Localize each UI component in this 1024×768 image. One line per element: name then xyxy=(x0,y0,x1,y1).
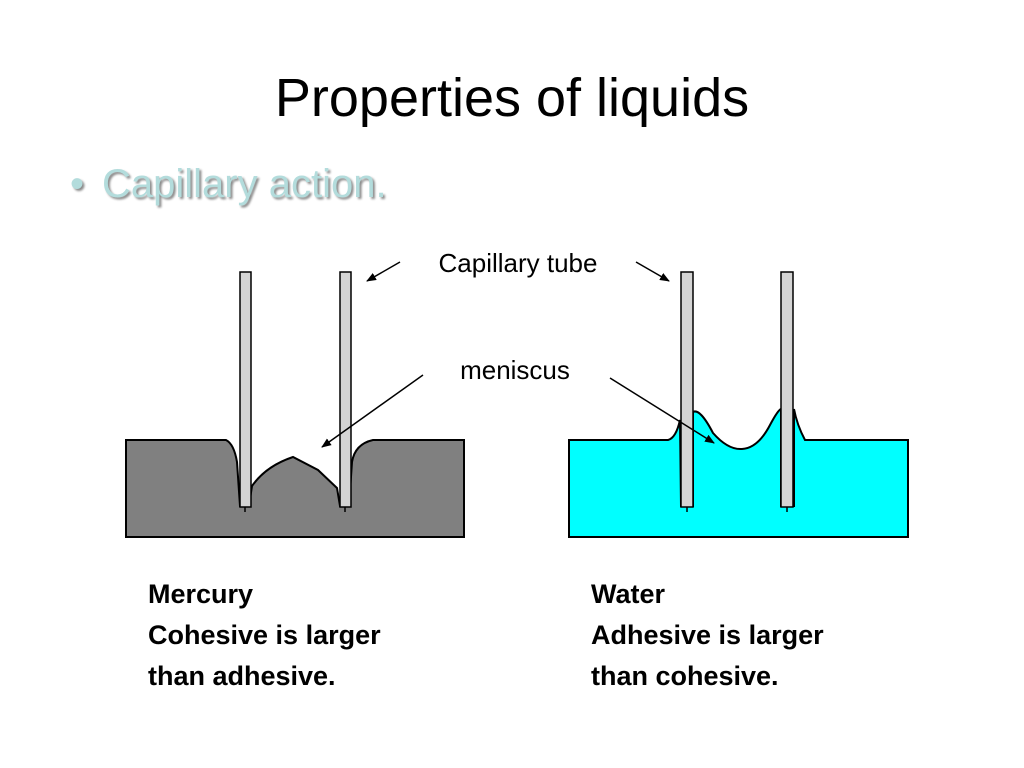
meniscus-arrow-right xyxy=(609,377,715,444)
water-caption-line1: Water xyxy=(591,579,666,609)
mercury-caption-line2: Cohesive is larger xyxy=(148,620,381,650)
capillary-tube-label: Capillary tube xyxy=(439,248,598,278)
meniscus-label: meniscus xyxy=(460,355,570,385)
bullet-item: • Capillary action. xyxy=(70,158,387,210)
mercury-tube-left xyxy=(239,271,252,508)
mercury-caption-line1: Mercury xyxy=(148,579,254,609)
meniscus-arrow-left xyxy=(321,374,424,448)
bullet-marker: • xyxy=(70,162,85,206)
capillary-tube-arrow-right xyxy=(635,261,670,282)
water-caption-line2: Adhesive is larger xyxy=(591,620,824,650)
slide-title: Properties of liquids xyxy=(274,68,750,128)
water-tube-right xyxy=(780,271,794,508)
mercury-tube-right xyxy=(339,271,352,508)
water-tube-left xyxy=(680,271,694,508)
capillary-tube-arrow-left xyxy=(366,261,401,282)
mercury-liquid xyxy=(125,439,465,538)
water-caption-line3: than cohesive. xyxy=(591,661,779,691)
mercury-caption: Mercury Cohesive is larger than adhesive… xyxy=(148,574,381,697)
mercury-caption-line3: than adhesive. xyxy=(148,661,336,691)
water-caption: Water Adhesive is larger than cohesive. xyxy=(591,574,824,697)
water-liquid xyxy=(568,407,909,538)
bullet-text: Capillary action. xyxy=(102,162,387,206)
